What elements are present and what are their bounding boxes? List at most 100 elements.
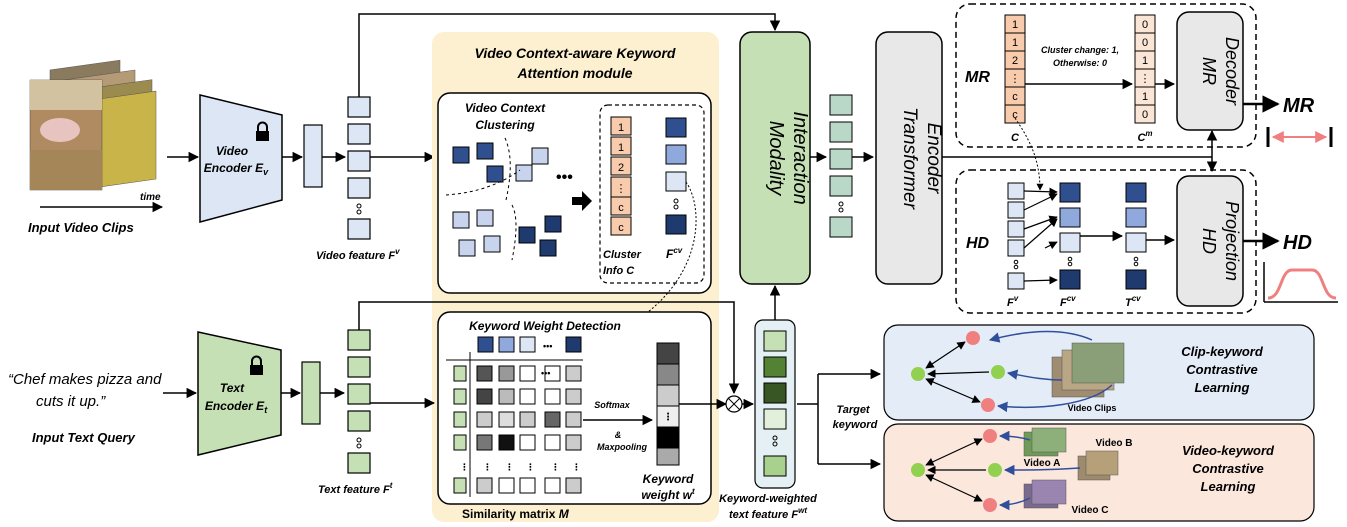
- kw-feature-label-2: text feature Fwt: [729, 506, 807, 521]
- modality-interaction: [739, 31, 811, 285]
- video-projection-bar: [303, 124, 323, 188]
- hd-output-label: HD: [1283, 232, 1312, 254]
- cluster-ellipsis: •••: [556, 169, 573, 186]
- mr-note-2: Otherwise: 0: [1053, 58, 1107, 68]
- hd-curve-icon: [1263, 262, 1338, 303]
- svg-text:⋮: ⋮: [526, 462, 535, 472]
- mr-c-cell-5: c: [1012, 109, 1018, 121]
- modality-label-2: Interaction: [789, 111, 811, 204]
- arrow-right-icon: [572, 191, 592, 211]
- svg-text:⋮: ⋮: [551, 462, 560, 472]
- clip-contrastive-title-1: Clip-keyword: [1181, 344, 1264, 359]
- lock-icon: [250, 355, 263, 375]
- hd-fv-label: Fv: [1007, 294, 1019, 309]
- video-encoder-label: Video: [216, 144, 248, 158]
- cluster-info-label-1: Cluster: [603, 249, 642, 261]
- svg-text:⋮: ⋮: [483, 462, 492, 472]
- text-projection-bar: [301, 361, 321, 425]
- mr-cm-cell-1: 0: [1142, 37, 1148, 49]
- keyword-weight-column: ⋮: [656, 342, 680, 466]
- video-contrastive-title-3: Learning: [1201, 479, 1256, 494]
- mr-c-cell-0: 1: [1012, 19, 1018, 31]
- multiply-icon: [725, 395, 743, 413]
- similarity-label: Similarity matrix M: [462, 507, 570, 521]
- fcv-row: •••: [477, 336, 582, 353]
- video-encoder-label2: Encoder Ev: [204, 161, 269, 177]
- clustering-title-1: Video Context: [465, 101, 546, 115]
- hd-fv-to-fcv-arrows: [1023, 187, 1058, 285]
- mr-branch-box: [955, 3, 1257, 148]
- softmax-label-2: &: [615, 430, 622, 440]
- target-keyword-label-2: keyword: [833, 419, 878, 431]
- video-contrastive-graph: [911, 427, 1119, 512]
- kw-text-feature-column: [763, 330, 787, 477]
- mr-cm-cell-2: 1: [1142, 55, 1148, 67]
- text-encoder-label2: Encoder Et: [205, 399, 268, 415]
- mr-cm-cell-0: 0: [1142, 19, 1148, 31]
- svg-text:⋮: ⋮: [460, 462, 469, 472]
- mr-c-column: [1004, 14, 1026, 124]
- cluster-points: [445, 137, 562, 261]
- clustering-title-2: Clustering: [475, 118, 535, 132]
- fused-feature-column: [829, 94, 853, 238]
- hd-branch-label: HD: [966, 235, 990, 252]
- mr-c-cell-1: 1: [1012, 37, 1018, 49]
- cluster-info-label-2: Info C: [603, 265, 635, 277]
- modality-label-1: Modality: [765, 121, 787, 196]
- svg-text:•••: •••: [543, 341, 552, 351]
- clip-contrastive-title-2: Contrastive: [1186, 362, 1258, 377]
- clip-contrastive-title-3: Learning: [1195, 380, 1250, 395]
- hd-fcv-column: [1059, 182, 1081, 290]
- video-feature-label: Video feature Fv: [316, 247, 400, 262]
- mr-decoder: [1176, 11, 1244, 131]
- cluster-cell-4: c: [618, 202, 624, 214]
- fcv-column: [665, 117, 687, 235]
- cluster-cell-3: ⋮: [616, 183, 627, 195]
- hd-projection-label-2: Projection: [1222, 201, 1242, 281]
- svg-text:⋮: ⋮: [663, 412, 673, 423]
- mr-cm-column: [1134, 14, 1156, 124]
- cluster-info-column: [610, 116, 632, 236]
- text-query-line-2: cuts it up.”: [36, 393, 106, 410]
- mr-cm-cell-3: ⋮: [1140, 73, 1151, 85]
- transformer-encoder: [875, 31, 943, 285]
- input-video-frames: [29, 59, 157, 191]
- transformer-label-2: Encoder: [923, 123, 944, 194]
- mr-cm-cell-5: 0: [1142, 109, 1148, 121]
- cluster-cell-5: c: [618, 222, 624, 234]
- input-video-caption: Input Video Clips: [28, 220, 134, 235]
- video-b-label: Video B: [1095, 438, 1132, 449]
- svg-text:•••: •••: [541, 368, 550, 378]
- text-encoder-label: Text: [220, 381, 245, 395]
- mr-cm-label: Cm: [1137, 129, 1152, 144]
- time-label: time: [140, 192, 161, 203]
- cluster-cell-2: 2: [618, 162, 624, 174]
- softmax-label-3: Maxpooling: [597, 442, 647, 452]
- video-c-label: Video C: [1071, 505, 1108, 516]
- text-query-line-1: “Chef makes pizza and: [8, 371, 162, 388]
- vcka-title-1: Video Context-aware Keyword: [475, 45, 676, 61]
- hd-tcv-label: Tcv: [1125, 294, 1141, 309]
- transformer-label-1: Transformer: [899, 107, 920, 210]
- hd-fv-column: [1007, 182, 1025, 290]
- video-encoder: [199, 94, 283, 223]
- mr-decoder-label-1: MR: [1199, 57, 1219, 85]
- text-feature-label: Text feature Ft: [318, 481, 393, 496]
- mr-span-icon: [1266, 127, 1333, 147]
- mr-cm-cell-4: 1: [1142, 91, 1148, 103]
- mr-c-label: C: [1011, 132, 1020, 144]
- softmax-label-1: Softmax: [594, 400, 631, 410]
- mr-c-cell-3: ⋮: [1010, 73, 1021, 85]
- hd-tcv-column: [1125, 182, 1147, 290]
- similarity-matrix: ••• ⋮ ⋮ ⋮ ⋮ ⋮ ⋮: [453, 365, 582, 494]
- clustering-box: [437, 92, 712, 294]
- text-query-caption: Input Text Query: [32, 430, 136, 445]
- hd-projection-label-1: HD: [1199, 228, 1219, 254]
- mr-decoder-label-2: Decoder: [1222, 37, 1242, 106]
- keyword-weight-label-1: Keyword: [643, 472, 694, 486]
- hd-fcv-label: Fcv: [1060, 294, 1076, 309]
- svg-text:⋮: ⋮: [572, 462, 581, 472]
- video-feature-column: [347, 96, 371, 240]
- text-feature-column: [347, 329, 371, 474]
